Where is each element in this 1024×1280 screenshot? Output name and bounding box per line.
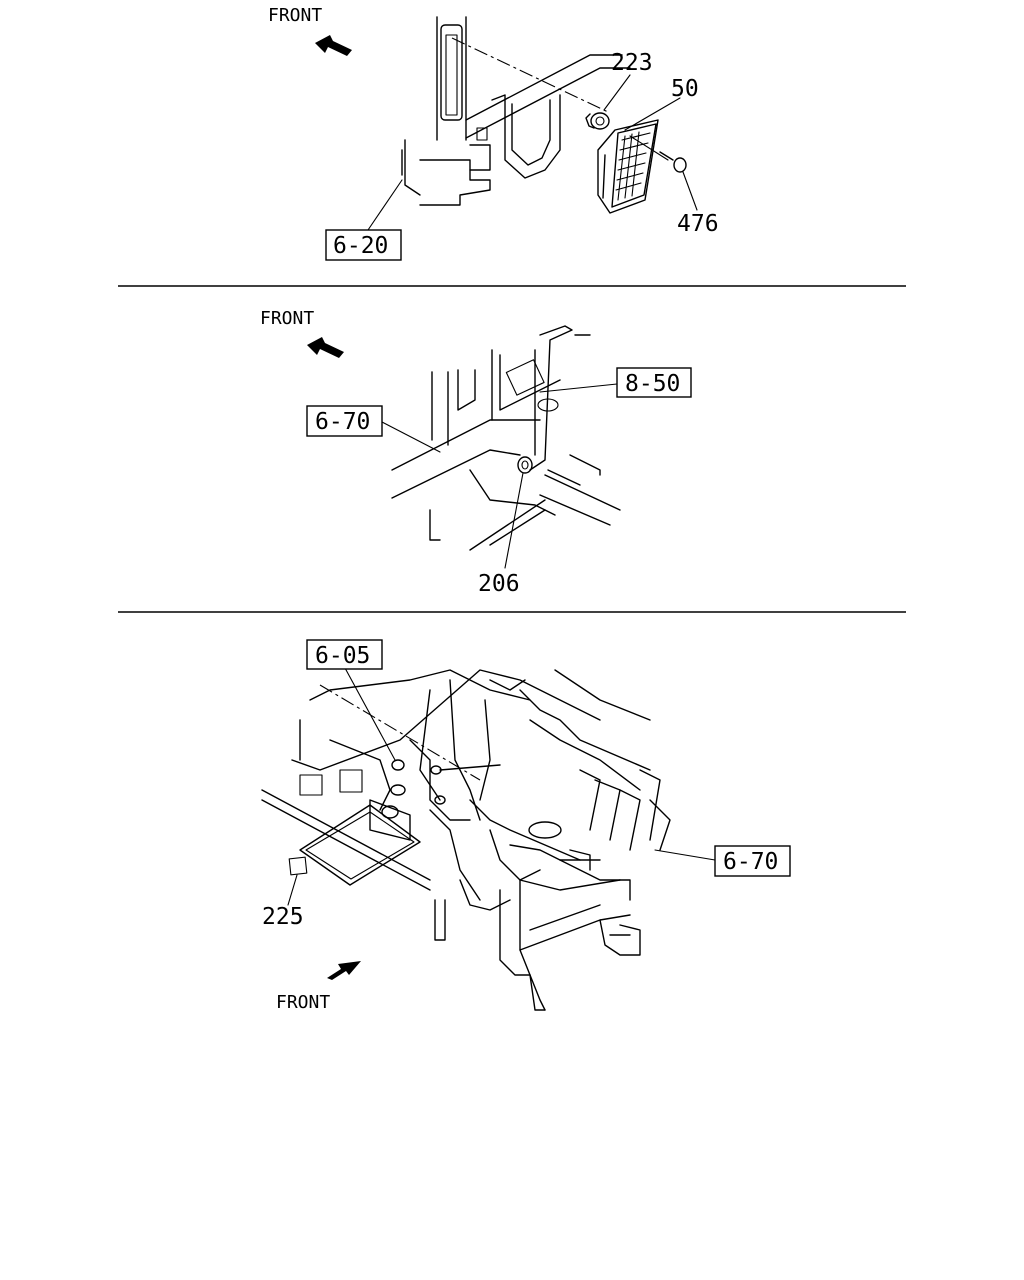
reference-box [616,367,692,398]
part-number-label: 225 [262,904,304,930]
section-2: FRONT [260,308,692,597]
reference-box [306,405,383,437]
front-arrow-icon [307,337,344,358]
part-number-label: 223 [611,50,653,76]
reference-box-label: 6-20 [333,233,388,259]
reference-box-label: 6-70 [723,849,778,875]
screw-part [629,135,687,173]
reference-box [714,845,791,877]
front-arrow-icon [327,961,361,980]
section-1: FRONT [268,5,719,261]
clip-part [585,112,610,130]
front-body-drawing [261,669,671,1011]
part-number-label: 50 [671,76,699,102]
reference-box-label: 6-70 [315,409,370,435]
reference-box-label: 6-05 [315,643,370,669]
frame-drawing [391,325,621,551]
body-panel-drawing [401,16,631,206]
front-arrow-icon [315,35,352,56]
grille-part [597,119,659,214]
section-3: 6-05 6-70 225 FRONT [261,639,791,1013]
plug-part [288,856,308,876]
part-number-label: 476 [677,211,719,237]
reference-box-label: 8-50 [625,371,680,397]
reference-box [306,639,383,670]
reference-box [325,229,402,261]
front-label: FRONT [276,992,330,1013]
front-label: FRONT [260,308,314,329]
plug-panel [299,804,421,886]
front-label: FRONT [268,5,322,26]
part-number-label: 206 [478,571,520,597]
